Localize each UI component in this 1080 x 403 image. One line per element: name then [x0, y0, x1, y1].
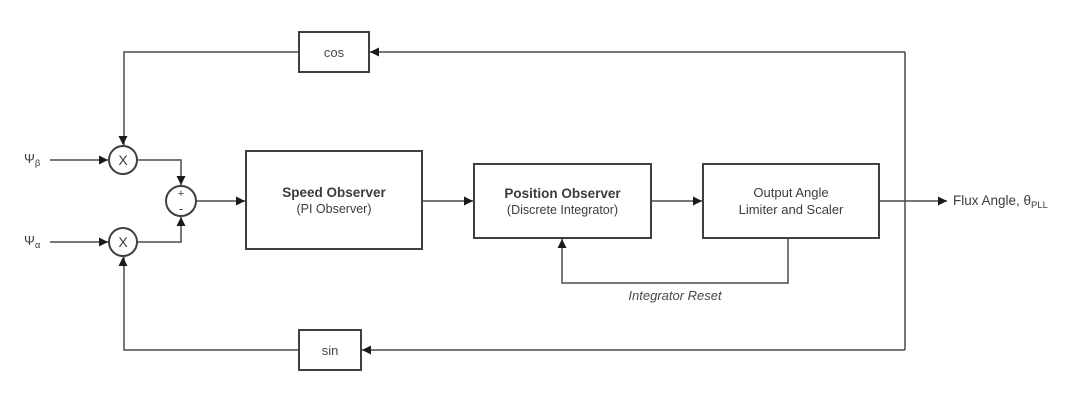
multiplier-top: X [108, 145, 138, 175]
output-angle-line1: Output Angle [753, 185, 829, 200]
arrow-into-output-angle [693, 196, 702, 206]
integrator-reset-label: Integrator Reset [575, 288, 775, 303]
flux-angle-subscript: PLL [1031, 200, 1048, 211]
multiplier-bottom: X [108, 227, 138, 257]
speed-observer-block: Speed Observer (PI Observer) [245, 150, 423, 250]
psi-alpha-subscript: α [34, 240, 41, 251]
arrow-output [938, 196, 947, 206]
arrow-into-position-observer [464, 196, 473, 206]
multiplier-bottom-symbol: X [118, 234, 128, 250]
sin-to-mult-bottom-wire [123, 257, 298, 351]
psi-beta-subscript: β [34, 158, 41, 169]
arrow-into-mult-top [118, 136, 128, 145]
integrator-reset-wire [561, 239, 789, 284]
arrow-into-speed-observer [236, 196, 245, 206]
psi-alpha-label: Ψα [24, 233, 40, 254]
cos-label: cos [323, 44, 345, 60]
arrow-into-mult-bottom [118, 257, 128, 266]
psi-beta-label: Ψβ [24, 151, 40, 172]
position-observer-subtitle: (Discrete Integrator) [506, 202, 619, 217]
arrow-into-mult-top-left [99, 155, 108, 165]
flux-angle-output-label: Flux Angle, θPLL [953, 193, 1048, 214]
position-observer-block: Position Observer (Discrete Integrator) [473, 163, 652, 239]
arrow-integrator-reset [557, 239, 567, 248]
mult-top-to-summer-wire [138, 159, 182, 185]
arrowheads [99, 47, 947, 355]
summing-junction: + - [165, 185, 197, 217]
output-angle-line2: Limiter and Scaler [738, 202, 844, 217]
mult-bottom-to-summer-wire [138, 217, 182, 243]
cos-to-mult-top-wire [123, 51, 298, 145]
psi-beta-symbol: Ψ [24, 151, 35, 166]
arrow-into-summer-minus [176, 217, 186, 226]
position-observer-title: Position Observer [504, 185, 621, 201]
arrow-into-summer-plus [176, 176, 186, 185]
sin-block: sin [298, 329, 362, 371]
psi-alpha-symbol: Ψ [24, 233, 35, 248]
speed-observer-title: Speed Observer [282, 184, 386, 200]
summer-minus-sign: - [178, 201, 184, 216]
summer-plus-sign: + [177, 188, 185, 200]
multiplier-top-symbol: X [118, 152, 128, 168]
flux-angle-text: Flux Angle, θ [953, 193, 1032, 208]
cos-block: cos [298, 31, 370, 73]
integrator-reset-text: Integrator Reset [628, 288, 722, 303]
arrow-into-sin [362, 345, 371, 355]
arrow-into-mult-bottom-left [99, 237, 108, 247]
speed-observer-subtitle: (PI Observer) [296, 201, 372, 216]
sin-label: sin [321, 342, 339, 358]
output-angle-limiter-block: Output Angle Limiter and Scaler [702, 163, 880, 239]
arrow-into-cos [370, 47, 379, 57]
